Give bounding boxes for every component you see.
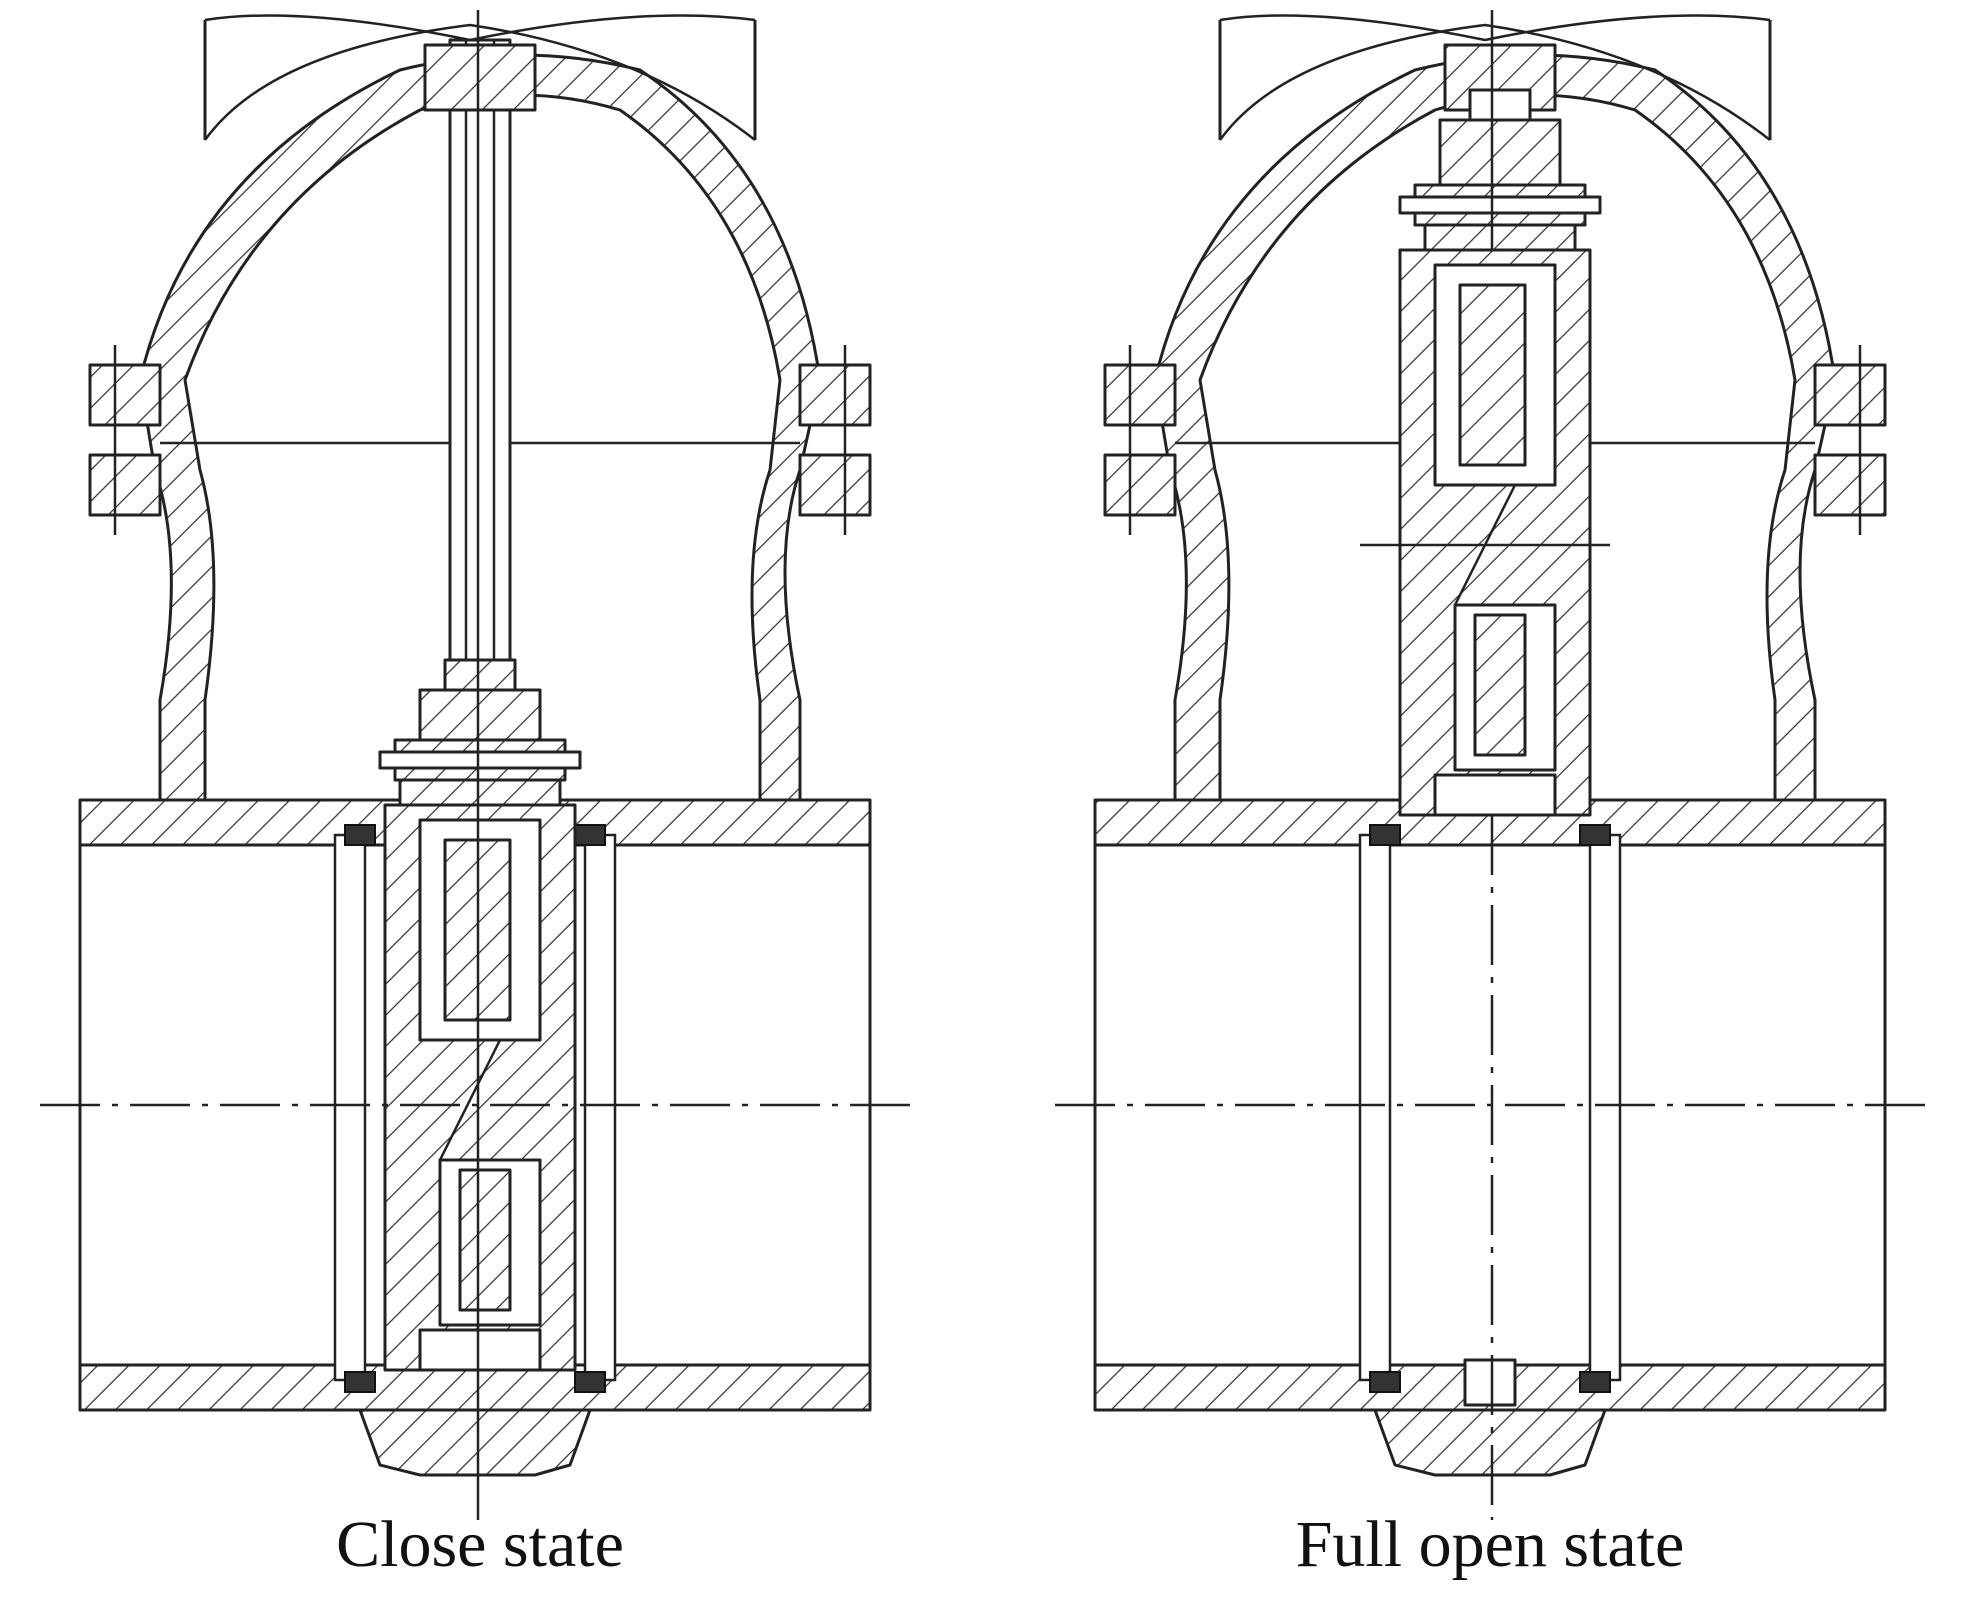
full-open-state-view: [1055, 10, 1925, 1520]
left-centerlines: [40, 10, 910, 1520]
right-body-flanges: [1103, 345, 1887, 535]
left-seats: [333, 824, 617, 1393]
left-stem: [423, 38, 537, 692]
close-state-caption: Close state: [336, 1508, 624, 1581]
right-bonnet: [1153, 14, 1837, 802]
right-pipe-body: [1093, 798, 1887, 1477]
right-centerlines: [1055, 10, 1925, 1520]
left-stem-nut: [378, 688, 582, 807]
left-body-flanges: [88, 345, 872, 535]
left-gate: [383, 803, 577, 1372]
full-open-state-caption: Full open state: [1295, 1508, 1685, 1581]
close-state-view: [40, 10, 910, 1520]
right-stem-nut: [1398, 43, 1602, 252]
right-gate: [1398, 248, 1592, 817]
right-seats: [1358, 824, 1622, 1393]
